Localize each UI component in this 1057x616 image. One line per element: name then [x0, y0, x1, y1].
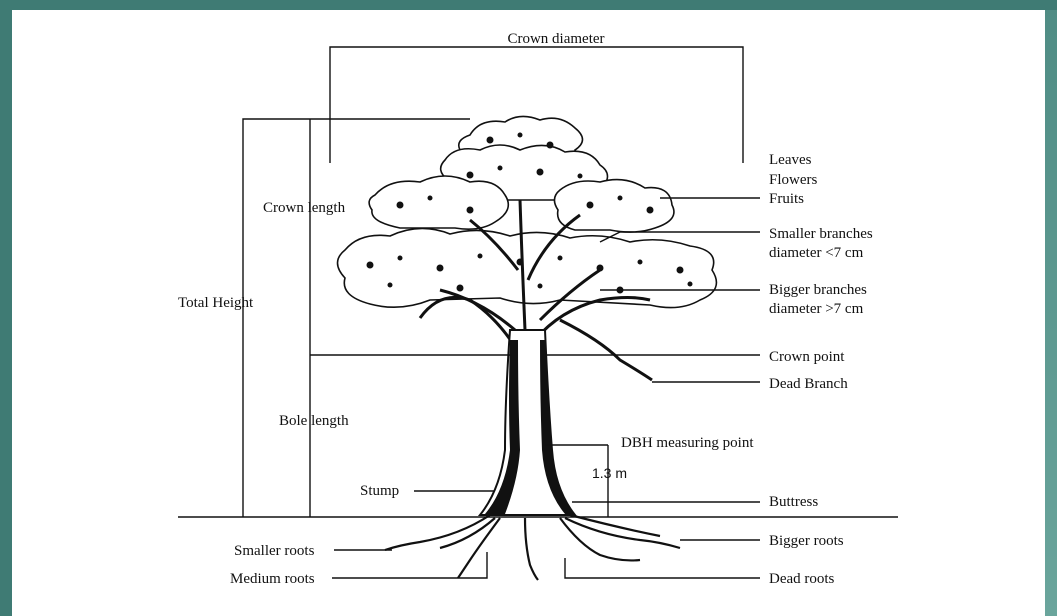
root-left-2 [458, 518, 500, 578]
stump-label: Stump [360, 483, 399, 499]
bigger-branches-diameter: diameter >7 cm [769, 301, 864, 317]
tree-illustration [338, 116, 717, 580]
bigger-roots-label: Bigger roots [769, 533, 844, 549]
crown-left-foliage [369, 176, 508, 229]
crown-diameter-label: Crown diameter [507, 31, 604, 47]
bigger-branches-label: Bigger branches [769, 282, 867, 298]
flowers-label: Flowers [769, 172, 817, 188]
total-height-label: Total Height [178, 295, 254, 311]
bole-length-label: Bole length [279, 413, 349, 429]
root-mid [525, 518, 538, 580]
crown-right-foliage [554, 180, 673, 233]
dead-roots-pointer [565, 558, 760, 578]
trunk [480, 330, 575, 515]
leaves-label: Leaves [769, 152, 812, 168]
crown-length-label: Crown length [263, 200, 346, 216]
root-left-3 [440, 518, 495, 548]
branch-left [420, 297, 520, 355]
smaller-roots-label: Smaller roots [234, 543, 315, 559]
smaller-branches-diameter: diameter <7 cm [769, 245, 864, 261]
fruits-label: Fruits [769, 191, 804, 207]
dbh-height-label: 1.3 m [592, 465, 627, 481]
smaller-branches-label: Smaller branches [769, 226, 873, 242]
dead-roots-label: Dead roots [769, 571, 835, 587]
dbh-measuring-point-label: DBH measuring point [621, 435, 754, 451]
buttress-label: Buttress [769, 494, 818, 510]
medium-roots-label: Medium roots [230, 571, 315, 587]
medium-roots-pointer [332, 552, 487, 578]
crown-point-label: Crown point [769, 349, 845, 365]
dead-branch-label: Dead Branch [769, 376, 848, 392]
crown-mid-foliage [338, 228, 717, 307]
dead-branch-line [560, 320, 652, 380]
